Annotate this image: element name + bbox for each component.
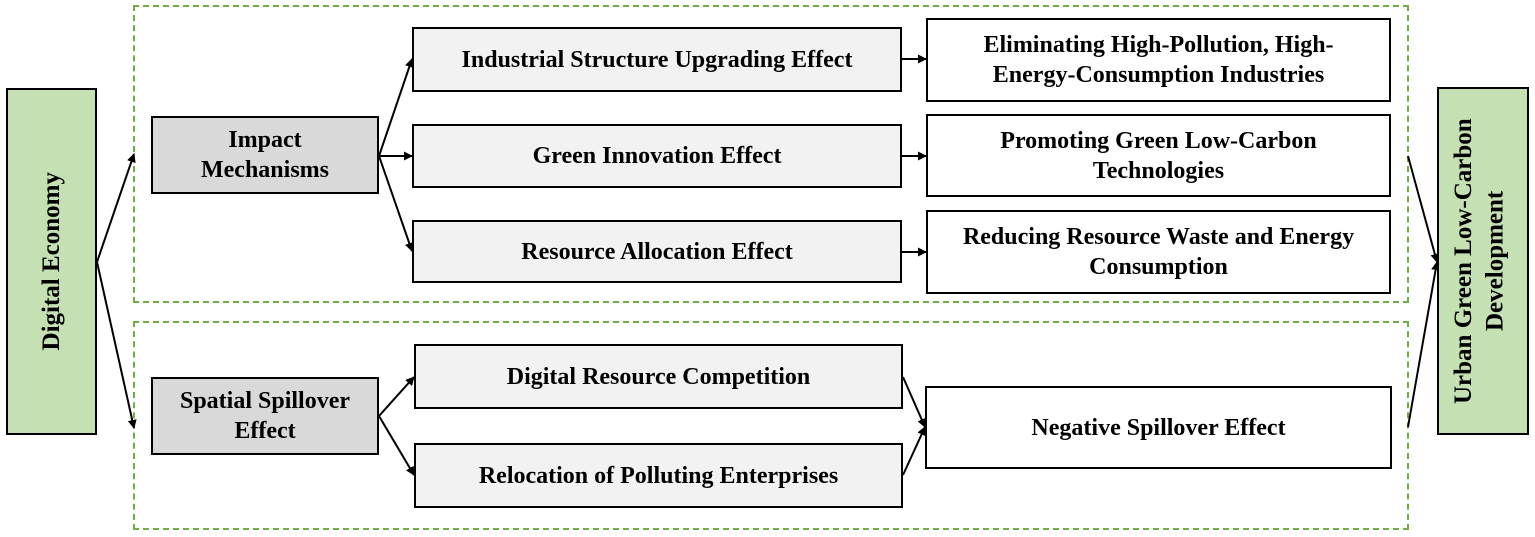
promoting-technologies-label: Promoting Green Low-Carbon Technologies (1000, 127, 1317, 184)
spatial-spillover-label: Spatial Spillover Effect (179, 388, 351, 444)
reducing-waste-box: Reducing Resource Waste and Energy Consu… (926, 210, 1391, 294)
resource-allocation-box: Resource Allocation Effect (412, 220, 902, 283)
arrow-competition-to-negative (902, 376, 926, 428)
negative-spillover-box: Negative Spillover Effect (925, 386, 1392, 469)
arrow-mechanisms-to-output (1407, 155, 1440, 263)
impact-mechanisms-label: Impact Mechanisms (201, 127, 329, 183)
industrial-upgrading-label: Industrial Structure Upgrading Effect (461, 46, 853, 73)
negative-spillover-label: Negative Spillover Effect (1031, 414, 1286, 441)
industrial-upgrading-box: Industrial Structure Upgrading Effect (412, 27, 902, 92)
urban-green-development-label: Urban Green Low-Carbon Development (1450, 118, 1509, 404)
arrow-relocation-to-negative (902, 426, 926, 476)
arrow-mechanisms-to-industrial (378, 58, 414, 157)
arrow-spillover-to-output (1407, 261, 1441, 428)
arrow-spillover-to-relocation (378, 415, 415, 476)
green-innovation-label: Green Innovation Effect (532, 143, 782, 169)
impact-mechanisms-box: Impact Mechanisms (151, 116, 379, 194)
eliminating-industries-label: Eliminating High-Pollution, High-Energy-… (983, 32, 1334, 88)
arrow-mechanisms-to-allocation (378, 155, 414, 252)
digital-economy-box: Digital Economy (6, 88, 97, 435)
spatial-spillover-box: Spatial Spillover Effect (151, 377, 379, 455)
arrow-input-to-mechanisms (96, 153, 136, 263)
green-innovation-box: Green Innovation Effect (412, 124, 902, 188)
promoting-technologies-box: Promoting Green Low-Carbon Technologies (926, 114, 1391, 197)
digital-economy-label: Digital Economy (37, 172, 65, 351)
eliminating-industries-box: Eliminating High-Pollution, High-Energy-… (926, 18, 1391, 102)
digital-resource-competition-box: Digital Resource Competition (414, 344, 903, 409)
arrow-input-to-spillover (96, 261, 137, 429)
urban-green-development-box: Urban Green Low-Carbon Development (1437, 87, 1529, 435)
resource-allocation-label: Resource Allocation Effect (521, 238, 793, 265)
digital-resource-competition-label: Digital Resource Competition (506, 363, 811, 390)
reducing-waste-label: Reducing Resource Waste and Energy Consu… (962, 224, 1355, 280)
relocation-polluting-box: Relocation of Polluting Enterprises (414, 443, 903, 508)
relocation-polluting-label: Relocation of Polluting Enterprises (478, 462, 839, 489)
arrow-spillover-to-competition (378, 376, 415, 417)
